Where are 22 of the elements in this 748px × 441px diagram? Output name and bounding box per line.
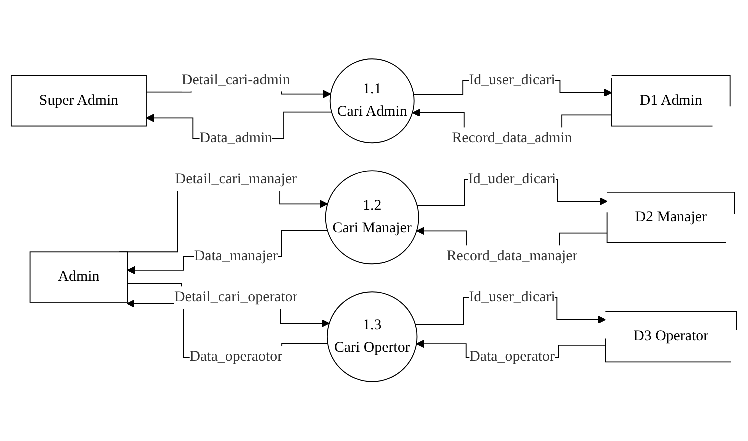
node-box: D1 Admin	[611, 75, 731, 127]
node-circle: 1.1 Cari Admin	[330, 58, 415, 144]
arrow	[127, 283, 330, 328]
edge-label: Data_operaotor	[190, 349, 283, 365]
node-box: D3 Operator	[605, 311, 737, 363]
node-box: Super Admin	[11, 75, 147, 127]
edge-label: Id_uder_dicari	[468, 171, 556, 188]
edge-label: Record_data_manajer	[446, 248, 578, 264]
edge-label: Detail_cari_manajer	[175, 171, 298, 188]
edge-label: Detail_cari_operator	[174, 289, 298, 306]
node-circle: 1.3 Cari Opertor	[327, 292, 418, 382]
edge-label: Detail_cari-admin	[182, 72, 290, 88]
edge-label: Record_data_admin	[452, 130, 572, 146]
edge-label: Data_operator	[470, 349, 555, 365]
node-box: Admin	[30, 252, 128, 303]
node-box: D2 Manajer	[606, 192, 736, 244]
edge-label: Data_manajer	[194, 248, 278, 264]
edge-label: Id_user_dicari	[469, 72, 556, 88]
edge-label: Id_user_dicari	[469, 289, 556, 306]
edge-label: Data_admin	[200, 130, 273, 146]
node-circle: 1.2 Cari Manajer	[325, 170, 420, 265]
arrow	[127, 230, 328, 275]
